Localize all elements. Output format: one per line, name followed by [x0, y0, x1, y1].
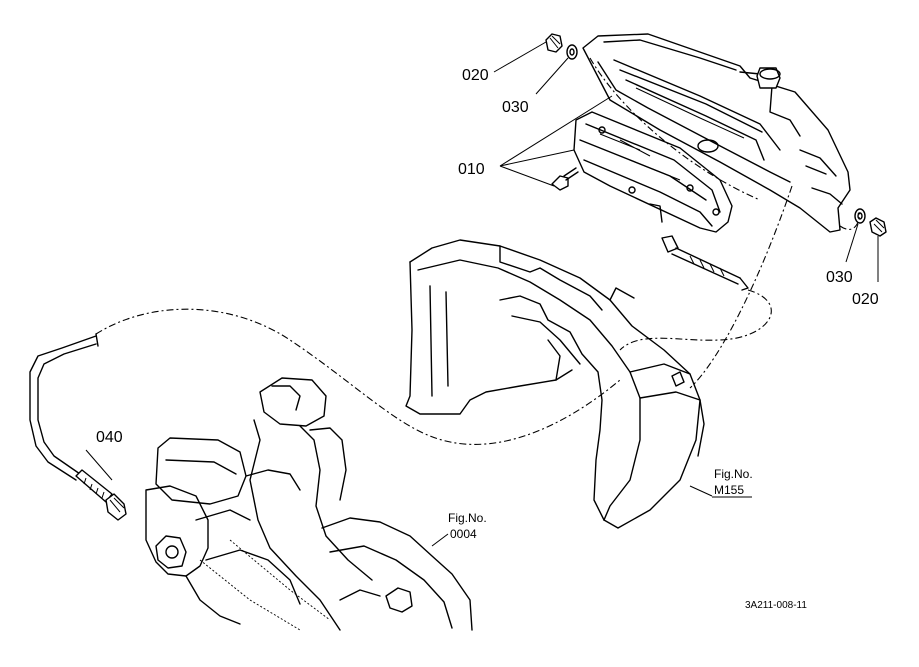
leader-lines	[85, 41, 879, 547]
label-010: 010	[458, 161, 485, 178]
dashboard-cover	[405, 239, 705, 529]
fig-ref-0004-number: 0004	[450, 527, 477, 541]
fig-ref-m155-title: Fig.No.	[714, 467, 753, 481]
gauge-assembly	[573, 111, 733, 233]
speedometer-cable-end	[661, 235, 749, 291]
label-040: 040	[96, 429, 123, 446]
panel-housing	[582, 33, 851, 233]
label-030-top: 030	[502, 99, 529, 116]
washer-030-top	[566, 44, 578, 60]
speedometer-cable	[29, 333, 127, 521]
label-020-top: 020	[462, 67, 489, 84]
transmission-housing	[145, 377, 473, 631]
drawing-code: 3A211-008-11	[745, 600, 807, 611]
bolt-020-top	[545, 33, 563, 53]
label-030-right: 030	[826, 269, 853, 286]
bolt-020-right	[869, 217, 887, 237]
washer-030-right	[854, 208, 866, 224]
screw-010	[551, 167, 579, 191]
fig-ref-0004-title: Fig.No.	[448, 511, 487, 525]
label-020-right: 020	[852, 291, 879, 308]
dash-dot-lines	[95, 57, 861, 445]
fig-ref-m155-number: M155	[714, 483, 744, 497]
